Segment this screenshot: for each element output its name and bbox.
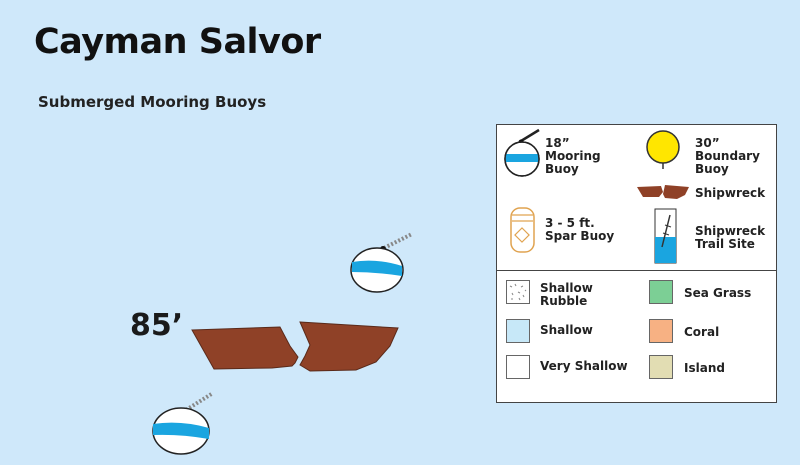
legend-label-sea-grass: Sea Grass [684,286,752,300]
legend-label-shallow: Shallow [540,323,593,337]
mooring-line [383,232,413,250]
swatch-island [649,355,673,379]
boundary-buoy-icon [646,130,680,169]
mooring-buoy-icon [504,128,540,177]
shipwreck-icon [637,185,689,199]
legend-label-shipwreck: Shipwreck [695,186,766,200]
legend-label-boundary-buoy: 30” Boundary Buoy [695,136,760,176]
legend-label-island: Island [684,361,725,375]
buoy-band [352,260,402,276]
mooring-buoy-marker[interactable] [350,232,413,293]
buoy-band [153,422,209,439]
legend-label-spar-buoy: 3 - 5 ft. Spar Buoy [545,216,615,243]
swatch-sea-grass [649,280,673,304]
map-legend: 18” Mooring Buoy 30” Boundary Buoy Shipw… [496,124,777,403]
swatch-very-shallow [506,355,530,379]
shipwreck-marker[interactable] [191,321,399,372]
shipwreck-trail-site-icon [654,208,677,264]
legend-label-coral: Coral [684,325,720,339]
swatch-coral [649,319,673,343]
legend-label-shallow-rubble: Shallow Rubble [540,281,593,308]
shipwreck-bow [191,326,299,370]
legend-label-mooring-buoy: 18” Mooring Buoy [545,136,601,176]
legend-label-very-shallow: Very Shallow [540,359,628,373]
legend-label-shipwreck-trail-site: Shipwreck Trail Site [695,224,766,251]
shipwreck-stern [299,321,399,372]
swatch-shallow-rubble [506,280,530,304]
spar-buoy-icon [510,207,535,253]
mooring-line [184,391,215,412]
mooring-buoy-marker[interactable] [152,391,215,455]
map-title: Cayman Salvor [34,22,321,62]
rubble-texture-icon [509,283,527,301]
map-subtitle: Submerged Mooring Buoys [38,93,267,111]
legend-divider [497,270,776,271]
depth-label: 85’ [130,308,184,343]
swatch-shallow [506,319,530,343]
